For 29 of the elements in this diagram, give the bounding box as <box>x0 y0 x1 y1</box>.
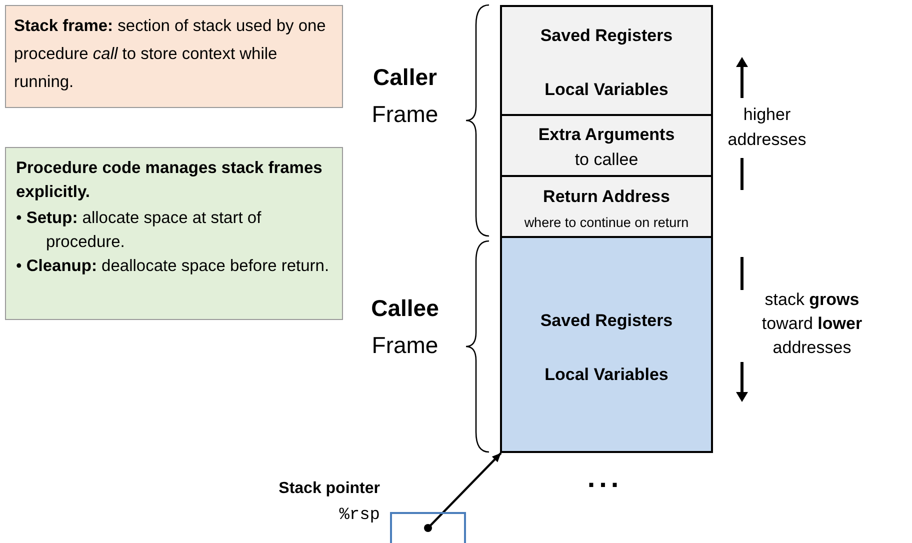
bullet-item: • Setup: allocate space at start of procedure. <box>16 208 262 253</box>
slot-title: Saved Registers <box>539 310 674 332</box>
frame-label: Frame <box>370 332 440 359</box>
frame-label: Frame <box>370 101 440 128</box>
continuation-dots: ... <box>586 462 624 494</box>
slot-title: Return Address <box>542 186 671 208</box>
note-heading: Procedure code manages stack frames explicitly. <box>16 158 324 203</box>
note-box <box>5 5 343 108</box>
register-box <box>390 512 466 543</box>
node-label: Stack pointer <box>278 480 380 498</box>
slot-title: Local Variables <box>544 364 670 386</box>
note-text: Stack frame: section of stack used by one procedure call to store context while running. <box>14 16 327 93</box>
stack-frame-block <box>500 5 713 116</box>
slot-title: Extra Arguments <box>537 124 676 146</box>
slot-title: Saved Registers <box>539 25 674 47</box>
pointer-arrow <box>424 452 502 532</box>
stack-slot <box>500 114 713 177</box>
node-label: %rsp <box>338 506 380 525</box>
frame-label: Caller <box>372 64 438 91</box>
slot-note: to callee <box>574 149 640 171</box>
stack-slot <box>500 175 713 238</box>
slot-note: where to continue on return <box>523 214 690 232</box>
slot-title: Local Variables <box>544 79 670 101</box>
bullet-item: • Cleanup: deallocate space before return. <box>16 256 330 277</box>
stack-frame-block <box>500 236 713 453</box>
direction-note: higher addresses <box>726 104 808 151</box>
note-box <box>5 147 343 320</box>
direction-note: stack grows toward lower addresses <box>760 289 864 359</box>
frame-label: Callee <box>370 295 440 322</box>
